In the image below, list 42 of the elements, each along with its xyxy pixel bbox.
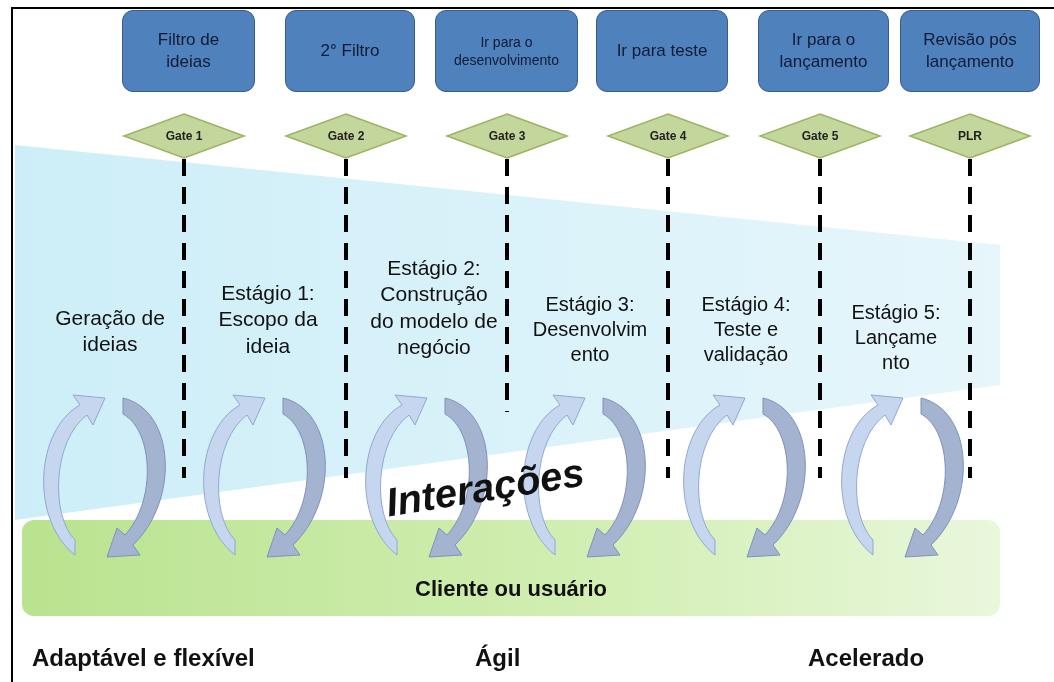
gate-criteria-label: Revisão pós lançamento xyxy=(922,28,1018,73)
gate-label: Gate 5 xyxy=(801,129,839,143)
approach-label: Ágil xyxy=(475,643,521,673)
gate-criteria-label: Ir para o lançamento xyxy=(778,28,869,73)
dashed-divider-line xyxy=(182,159,186,478)
dashed-divider-line xyxy=(968,159,972,478)
gate-diamond xyxy=(285,113,407,159)
iterations-label: Interações xyxy=(382,448,588,527)
gate-diamond xyxy=(759,113,881,159)
gate-label: Gate 1 xyxy=(165,129,203,143)
gate-criteria-box xyxy=(900,10,1040,92)
approach-label: Adaptável e flexível xyxy=(32,643,255,673)
gate-diamond xyxy=(446,113,568,159)
gate-label: Gate 3 xyxy=(488,129,526,143)
dashed-divider-line xyxy=(344,159,348,478)
stage-label: Estágio 2: Construção do modelo de negócio xyxy=(369,255,499,360)
stage-label: Geração de ideias xyxy=(54,305,166,358)
gate-criteria-box xyxy=(435,10,578,92)
gate-label: Gate 2 xyxy=(327,129,365,143)
gate-label: Gate 4 xyxy=(649,129,687,143)
customer-label: Cliente ou usuário xyxy=(415,576,607,602)
gate-criteria-box xyxy=(285,10,415,92)
gate-diamond xyxy=(607,113,729,159)
stage-label: Estágio 5: Lançame nto xyxy=(850,300,942,375)
gate-criteria-label: Filtro de ideias xyxy=(156,28,221,73)
dashed-divider-line xyxy=(666,159,670,478)
customer-band xyxy=(22,520,1000,616)
approach-label: Acelerado xyxy=(808,643,925,673)
gate-criteria-label: Ir para o desenvolvimento xyxy=(452,32,561,70)
stage-label: Estágio 1: Escopo da ideia xyxy=(217,280,319,359)
stage-label: Estágio 4: Teste e validação xyxy=(700,292,792,367)
gate-label: PLR xyxy=(958,129,982,143)
gate-criteria-box xyxy=(596,10,728,92)
dashed-divider-line xyxy=(818,159,822,478)
stage-label: Estágio 3: Desenvolvim ento xyxy=(531,292,649,367)
gate-criteria-box xyxy=(122,10,255,92)
gate-diamond xyxy=(123,113,245,159)
dashed-divider-line xyxy=(505,159,509,412)
gate-diamond xyxy=(909,113,1031,159)
gate-criteria-label: Ir para teste xyxy=(615,39,709,62)
gate-criteria-box xyxy=(758,10,889,92)
gate-criteria-label: 2° Filtro xyxy=(319,39,381,62)
